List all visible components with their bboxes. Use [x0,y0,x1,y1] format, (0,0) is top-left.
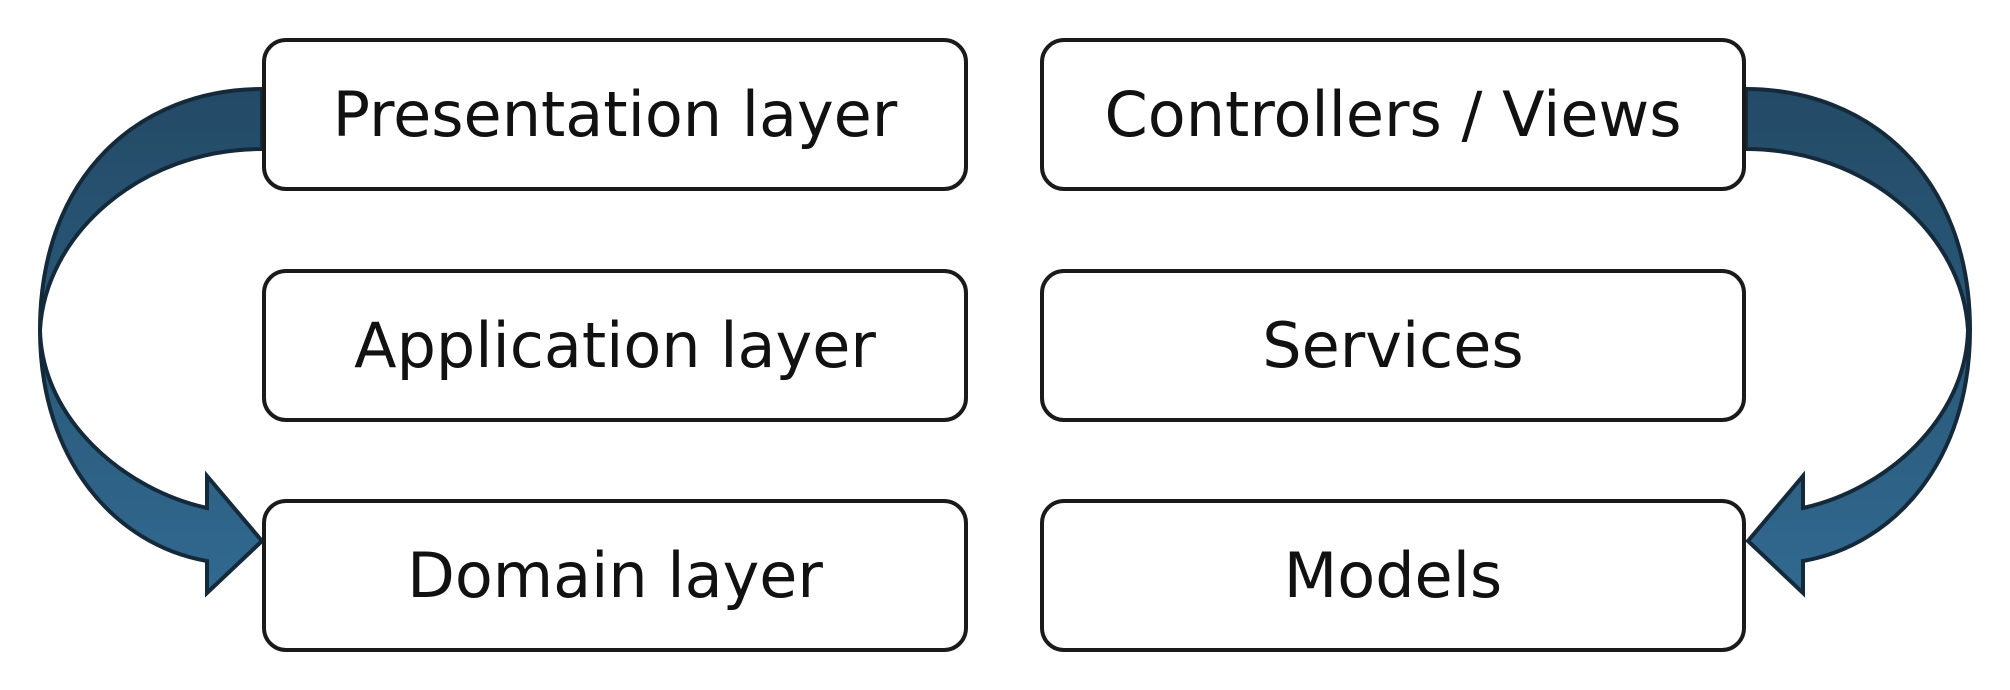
presentation-layer-label: Presentation layer [332,78,898,151]
right-curved-arrow [1744,86,1973,598]
left-curved-arrow [37,86,265,598]
domain-layer-box: Domain layer [262,499,968,652]
services-box: Services [1040,269,1746,422]
presentation-layer-box: Presentation layer [262,38,968,191]
controllers-views-label: Controllers / Views [1104,78,1682,151]
models-box: Models [1040,499,1746,652]
application-layer-box: Application layer [262,269,968,422]
domain-layer-label: Domain layer [407,539,823,612]
services-label: Services [1262,309,1524,382]
models-label: Models [1283,539,1503,612]
application-layer-label: Application layer [354,309,876,382]
controllers-views-box: Controllers / Views [1040,38,1746,191]
